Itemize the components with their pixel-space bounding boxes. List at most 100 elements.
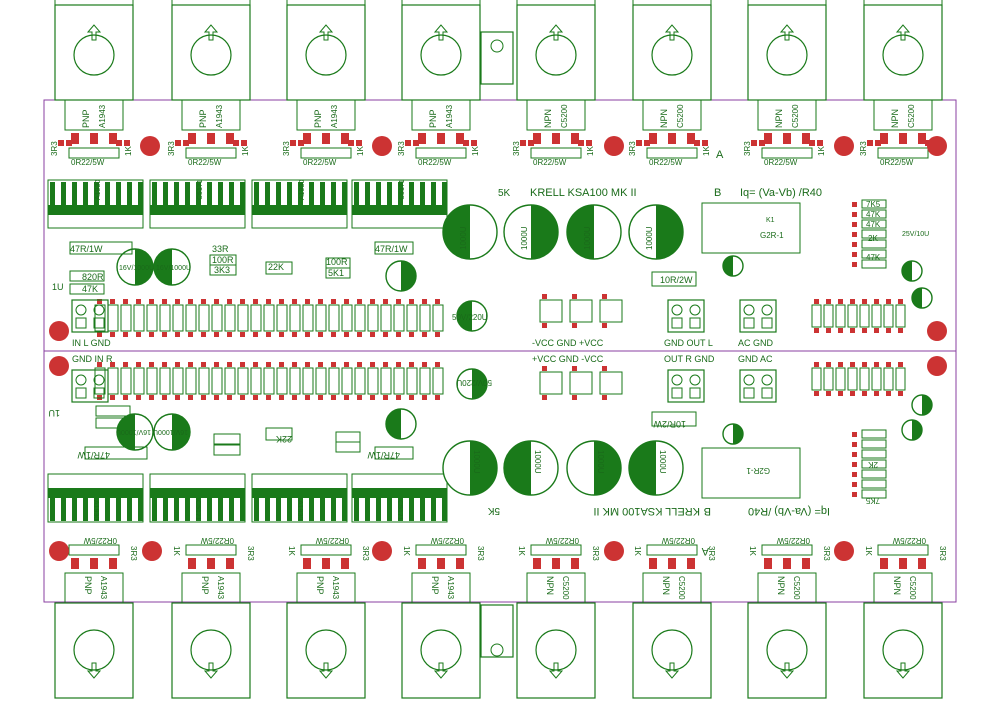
cap-polarity bbox=[531, 205, 558, 259]
solder-pad bbox=[110, 299, 115, 304]
solder-pad bbox=[826, 299, 831, 304]
solder-pad bbox=[318, 362, 323, 367]
resistor bbox=[224, 304, 236, 332]
emitter-resistor bbox=[415, 544, 467, 556]
solder-pad bbox=[578, 140, 584, 146]
resistor bbox=[374, 446, 414, 460]
mounting-hole bbox=[420, 629, 462, 671]
solder-pad bbox=[183, 140, 189, 146]
solder-pad bbox=[344, 395, 349, 400]
solder-pad bbox=[852, 432, 857, 437]
iq-formula-upper: Iq= (Va-Vb) /R40 bbox=[740, 187, 822, 199]
gate-resistor-label: 3R3 bbox=[476, 546, 485, 561]
heatsink-fin bbox=[365, 182, 370, 206]
solder-pad bbox=[880, 133, 888, 144]
cap-polarity bbox=[457, 301, 472, 331]
solder-pad bbox=[396, 299, 401, 304]
solder-pad bbox=[826, 391, 831, 396]
heatsink-fin bbox=[320, 497, 325, 521]
solder-pad bbox=[422, 299, 427, 304]
resistor bbox=[895, 367, 906, 391]
solder-pad bbox=[862, 299, 867, 304]
transistor-part: A1943 bbox=[331, 576, 340, 600]
emitter-resistor bbox=[877, 544, 929, 556]
solder-pad bbox=[175, 395, 180, 400]
resistor bbox=[315, 304, 327, 332]
solder-pad bbox=[396, 332, 401, 337]
resistor bbox=[325, 267, 351, 279]
solder-pad bbox=[886, 299, 891, 304]
solder-pad bbox=[253, 299, 258, 304]
solder-pad bbox=[279, 332, 284, 337]
gate-resistor-label: 3R3 bbox=[167, 141, 176, 156]
arrow-up-icon bbox=[548, 24, 564, 41]
solder-pad bbox=[918, 558, 926, 569]
resistor bbox=[146, 367, 158, 395]
r22k-lower: 22K bbox=[276, 434, 292, 444]
solder-pad bbox=[123, 299, 128, 304]
cap-polarity bbox=[594, 441, 621, 495]
heatsink-fin bbox=[152, 497, 157, 521]
arrow-up-icon bbox=[664, 24, 680, 41]
heatsink-fin bbox=[298, 497, 303, 521]
terminal-pad bbox=[689, 387, 701, 399]
solder-pad bbox=[66, 140, 72, 146]
base-resistor-label: 1K bbox=[356, 146, 365, 156]
terminal-pad bbox=[743, 317, 755, 329]
driver-part: A1930 bbox=[299, 180, 306, 200]
solder-pad bbox=[214, 395, 219, 400]
arrow-up-icon bbox=[318, 24, 334, 41]
resistor bbox=[406, 367, 418, 395]
solder-pad bbox=[331, 332, 336, 337]
transistor-body bbox=[54, 602, 134, 699]
heatsink-fin bbox=[50, 182, 55, 206]
transistor-legs bbox=[526, 572, 586, 604]
filter-capacitor: 1000U bbox=[503, 204, 559, 260]
terminal-block bbox=[71, 299, 109, 333]
heatsink-fin bbox=[207, 182, 212, 206]
driver-part: A1930 bbox=[296, 500, 303, 520]
heatsink-fin bbox=[276, 497, 281, 521]
resistor bbox=[380, 304, 392, 332]
transistor-legs bbox=[411, 572, 471, 604]
arrow-down-icon bbox=[86, 662, 102, 679]
emitter-resistor-label: 0R22/5W bbox=[83, 536, 117, 545]
solder-pad bbox=[687, 133, 695, 144]
solder-pad bbox=[814, 299, 819, 304]
solder-pad bbox=[110, 332, 115, 337]
resistor bbox=[95, 405, 131, 417]
gate-resistor-label: 3R3 bbox=[859, 141, 868, 156]
resistor bbox=[341, 304, 353, 332]
solder-pad bbox=[850, 299, 855, 304]
resistor bbox=[185, 304, 197, 332]
transistor-type: NPN bbox=[659, 109, 669, 128]
solder-pad bbox=[207, 558, 215, 569]
transistor-body bbox=[632, 4, 712, 101]
solder-pad bbox=[214, 332, 219, 337]
solder-pad bbox=[435, 362, 440, 367]
transistor-type: NPN bbox=[543, 109, 553, 128]
resistor bbox=[250, 304, 262, 332]
solder-pad bbox=[279, 395, 284, 400]
heatsink-fin bbox=[196, 497, 201, 521]
solder-pad bbox=[456, 558, 464, 569]
cap-label: 16V/1000U bbox=[153, 428, 188, 435]
mounting-hole bbox=[190, 34, 232, 76]
arrow-up-icon bbox=[86, 24, 102, 41]
resistor bbox=[209, 264, 237, 276]
relay-ref-upper: K1 bbox=[766, 217, 775, 224]
board-outline-upper bbox=[43, 99, 957, 352]
solder-pad bbox=[292, 299, 297, 304]
emitter-resistor-label: 0R22/5W bbox=[430, 536, 464, 545]
small-capacitor bbox=[901, 419, 923, 441]
heatsink-fin bbox=[376, 497, 381, 521]
resistor bbox=[276, 367, 288, 395]
solder-pad bbox=[97, 362, 102, 367]
cap-polarity bbox=[504, 441, 531, 495]
base-resistor-label: 1K bbox=[172, 546, 181, 556]
solder-pad bbox=[305, 332, 310, 337]
solder-pad bbox=[322, 133, 330, 144]
mounting-hole bbox=[305, 34, 347, 76]
